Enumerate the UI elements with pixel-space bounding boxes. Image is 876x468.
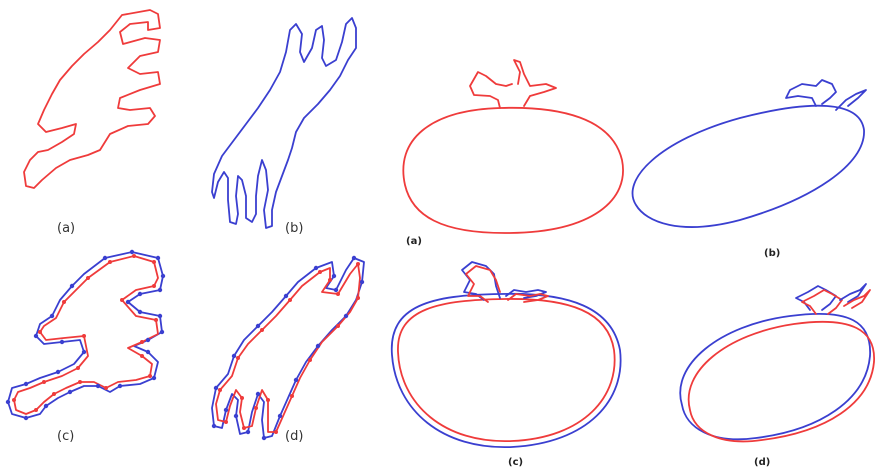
- dots-d-left: [212, 256, 364, 440]
- label-a-left: (a): [57, 221, 75, 236]
- overlay-d-left: [212, 256, 364, 440]
- contour-b-right: [633, 80, 866, 227]
- label-b-left: (b): [285, 221, 303, 236]
- overlay-d-right: [680, 284, 874, 441]
- contour-b-left: [212, 18, 356, 228]
- overlay-c-right: [392, 262, 621, 447]
- label-b-right: (b): [764, 248, 780, 259]
- label-c-right: (c): [508, 457, 523, 468]
- contour-a-right: [403, 60, 623, 233]
- label-a-right: (a): [406, 236, 422, 247]
- contour-d-blue: [212, 258, 364, 438]
- label-d-left: (d): [285, 429, 303, 444]
- overlay-c-left: [6, 250, 165, 420]
- label-c-left: (c): [57, 429, 74, 444]
- label-d-right: (d): [754, 457, 770, 468]
- contour-a-left: [24, 10, 160, 188]
- dots-c-left: [6, 250, 165, 420]
